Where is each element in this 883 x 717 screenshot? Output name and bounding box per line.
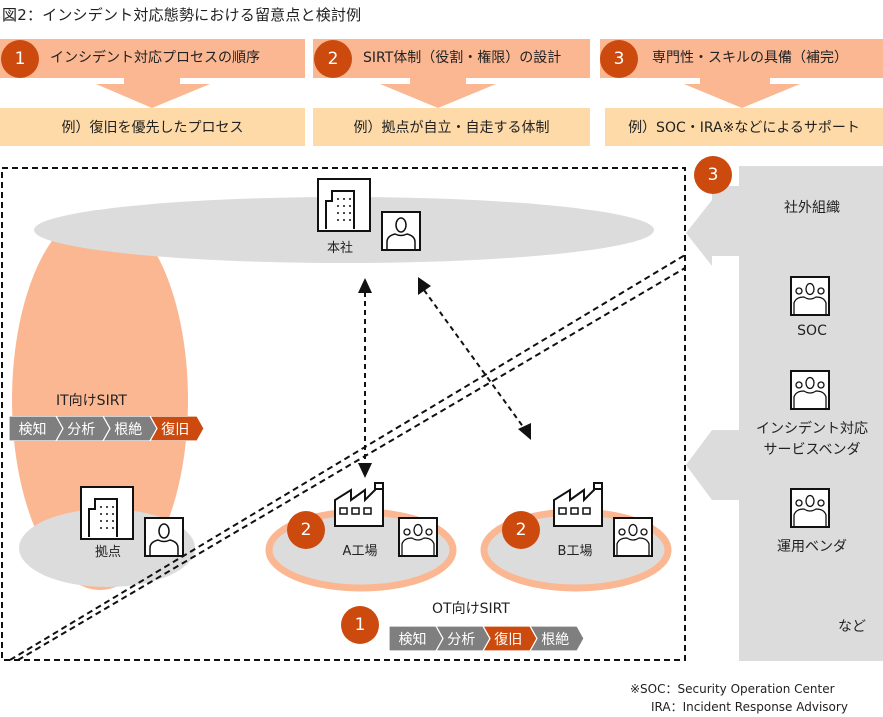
factory-b-group-icon [613, 517, 653, 557]
ot-sirt-process: 検知 分析 復旧 根絶 [389, 626, 584, 651]
ir-vendor-group-icon [790, 370, 830, 410]
point-2-band: 2 SIRT体制（役割・権限）の設計 [313, 39, 590, 78]
ops-vendor-label: 運用ベンダ [777, 539, 847, 555]
point-2-heading: SIRT体制（役割・権限）の設計 [363, 50, 562, 66]
ops-vendor-group-icon [790, 488, 830, 528]
footnote-soc: ※SOC：Security Operation Center [630, 682, 835, 696]
ot-sirt-badge: 1 [341, 606, 379, 644]
point-1-example: 例）復旧を優先したプロセス [0, 108, 305, 146]
hq-factory-b-link [423, 289, 525, 429]
factory-b-icon [553, 482, 603, 527]
point-2-badge: 2 [314, 39, 352, 78]
kyoten-person-icon [144, 517, 184, 557]
it-ot-divider-1 [9, 254, 686, 661]
it-sirt-area [12, 210, 188, 590]
hq-label: 本社 [326, 241, 353, 256]
it-sirt-step-3: 根絶 [114, 421, 143, 438]
external-org-panel [739, 166, 883, 661]
point-1-band: 1 インシデント対応プロセスの順序 [0, 39, 305, 78]
ir-vendor-label-line1: インシデント対応 [756, 421, 868, 437]
factory-b-badge: 2 [502, 511, 540, 549]
hq-building-icon [317, 178, 371, 232]
external-badge: 3 [694, 156, 732, 194]
it-sirt-step-shape-2 [55, 416, 111, 441]
ot-sirt-step-3: 復旧 [494, 631, 523, 648]
it-sirt-step-2: 分析 [67, 421, 96, 438]
ot-sirt-step-shape-2 [435, 626, 491, 651]
ir-vendor-label: インシデント対応 サービスベンダ [741, 419, 883, 461]
arrowhead-up-left [418, 277, 431, 295]
ot-sirt-chevrons [389, 626, 584, 651]
soc-label: SOC [797, 323, 827, 339]
footnote-ira: IRA：Incident Response Advisory [651, 700, 848, 714]
it-sirt-step-shape-3 [102, 416, 158, 441]
it-sirt-process: 検知 分析 根絶 復旧 [9, 416, 204, 441]
figure-title: 図2：インシデント対応態勢における留意点と検討例 [2, 6, 362, 24]
ot-sirt-step-1: 検知 [398, 631, 427, 648]
factory-b-label: B工場 [557, 544, 593, 559]
point-2-example: 例）拠点が自立・自走する体制 [313, 108, 590, 146]
arrowhead-down [358, 463, 372, 478]
kyoten-building-icon [80, 486, 134, 540]
ot-sirt-step-2: 分析 [447, 631, 476, 648]
it-ot-divider-2 [17, 267, 686, 661]
factory-a-group-icon [398, 517, 438, 557]
arrowhead-up [358, 278, 372, 293]
external-etc-label: など [838, 619, 866, 635]
point-3-badge: 3 [600, 39, 638, 78]
external-arrow-top [686, 186, 740, 266]
it-sirt-label: IT向けSIRT [56, 393, 127, 409]
point-1-heading: インシデント対応プロセスの順序 [50, 50, 260, 66]
factory-a-badge: 2 [287, 511, 325, 549]
ot-sirt-step-shape-4 [529, 626, 584, 651]
external-title: 社外組織 [784, 200, 840, 216]
company-boundary [1, 167, 686, 661]
kyoten-label: 拠点 [94, 545, 121, 560]
ot-sirt-step-4: 根絶 [541, 631, 570, 648]
point-3-band: 3 専門性・スキルの具備（補完） [600, 39, 883, 78]
point-1-badge: 1 [1, 39, 39, 78]
it-sirt-step-4: 復旧 [161, 421, 190, 438]
it-sirt-step-shape-4 [149, 416, 204, 441]
ir-vendor-label-line2: サービスベンダ [763, 442, 861, 458]
factory-a-label: A工場 [342, 544, 378, 559]
it-sirt-chevrons [9, 416, 204, 441]
point-3-heading: 専門性・スキルの具備（補完） [652, 50, 848, 66]
soc-group-icon [790, 276, 830, 316]
external-arrow-bottom [686, 430, 740, 500]
it-sirt-step-1: 検知 [18, 421, 47, 438]
point-3-example: 例）SOC・IRA※などによるサポート [605, 108, 883, 146]
factory-a-icon [334, 482, 384, 527]
ot-sirt-label: OT向けSIRT [432, 601, 510, 617]
arrowhead-down-right [518, 423, 531, 440]
ot-sirt-step-shape-3 [482, 626, 538, 651]
hq-person-icon [381, 211, 421, 251]
